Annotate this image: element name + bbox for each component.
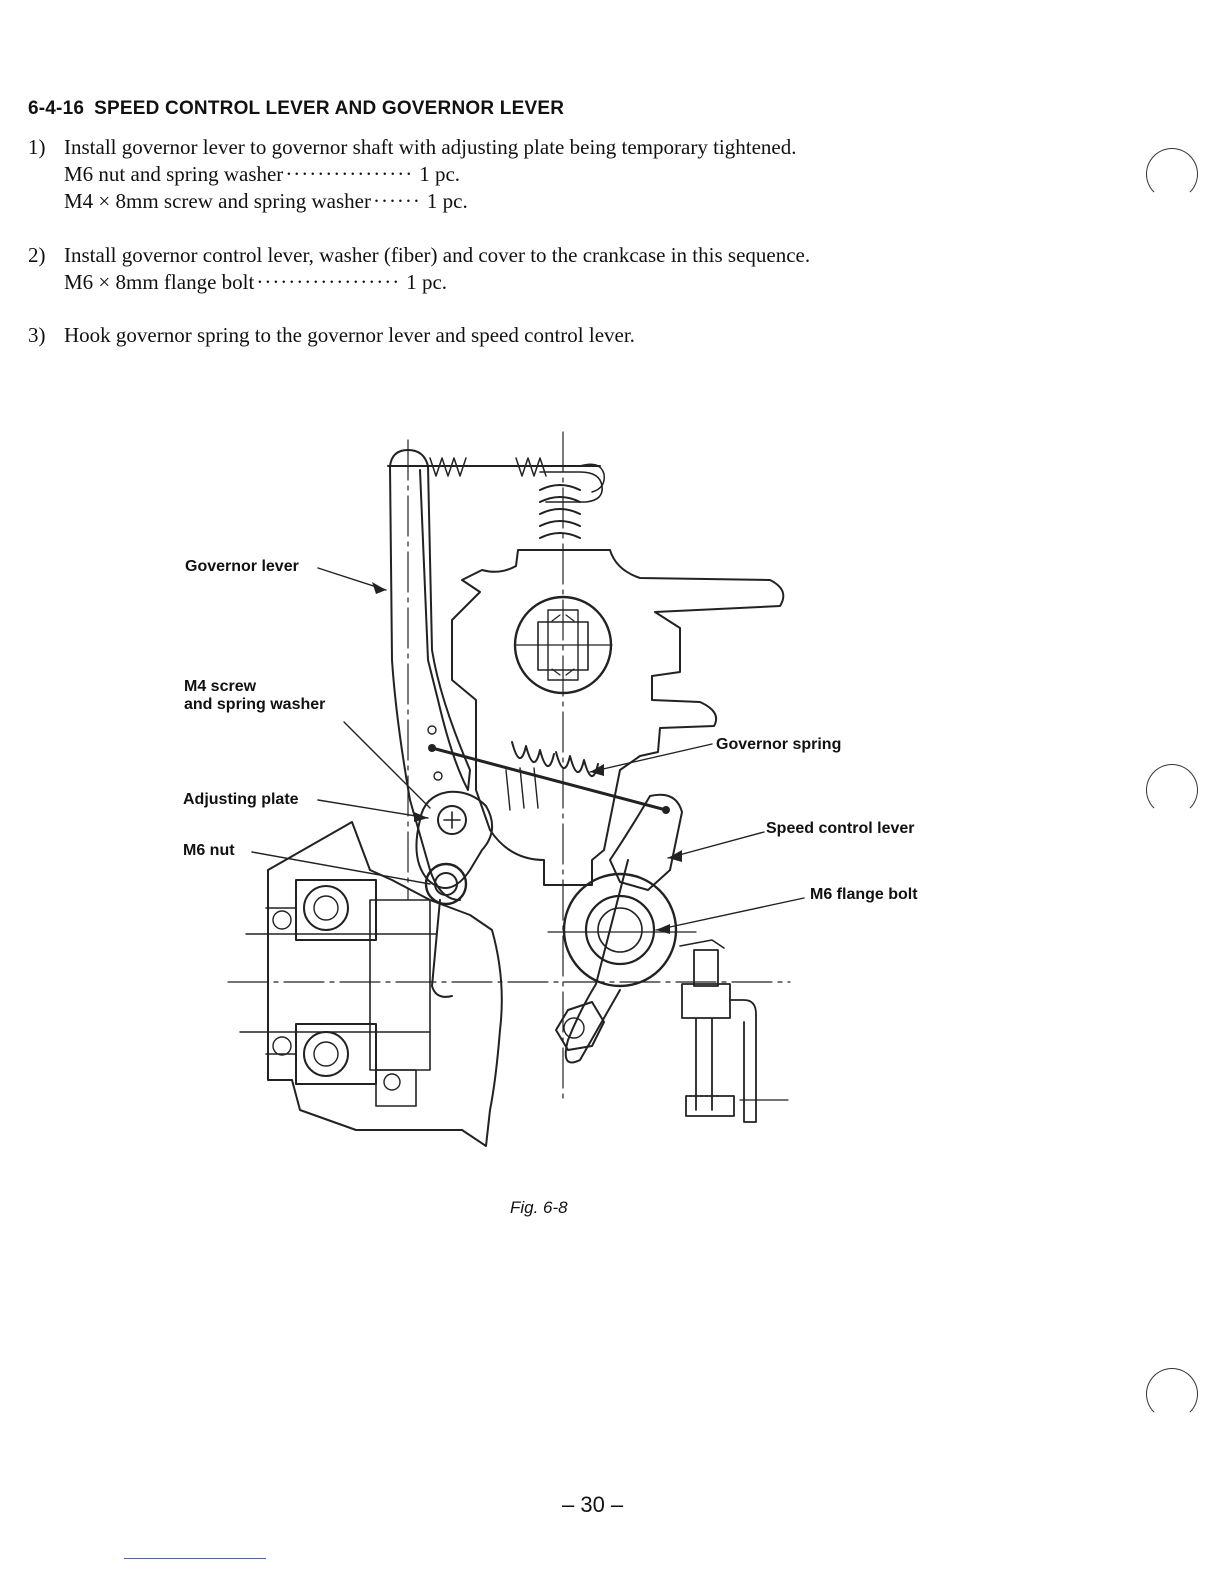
leader-adjusting-plate [317, 799, 429, 819]
section-title: SPEED CONTROL LEVER AND GOVERNOR LEVER [94, 98, 565, 119]
bottom-rule [124, 1558, 266, 1559]
step-number: 3) [28, 323, 46, 347]
part-line: M4 × 8mm screw and spring washer ······ … [64, 188, 796, 215]
part-line: M6 × 8mm flange bolt ·················· … [64, 269, 810, 296]
label-m4-screw-line1: M4 screw [184, 678, 257, 695]
page-number: – 30 – [562, 1492, 624, 1517]
part-label: M6 nut and spring washer [64, 162, 284, 186]
label-governor-lever: Governor lever [185, 558, 299, 575]
governor-shaft-ring [513, 595, 613, 695]
label-m6-flange-bolt: M6 flange bolt [810, 886, 918, 903]
part-label: M4 × 8mm screw and spring washer [64, 189, 371, 213]
label-m4-screw-line2: and spring washer [184, 696, 326, 713]
step-number: 2) [28, 243, 46, 267]
binder-hole [1146, 1368, 1198, 1420]
part-leader-dots: ······ [372, 189, 421, 213]
binder-hole [1146, 148, 1198, 200]
crankcase-housing [451, 549, 785, 886]
part-line: M6 nut and spring washer ···············… [64, 161, 796, 188]
leader-m4-screw [343, 721, 431, 809]
adjusting-plate-shape [415, 790, 493, 889]
speed-control-lever-shape [609, 793, 683, 891]
step-text: Install governor lever to governor shaft… [64, 135, 797, 159]
leader-governor-spring [589, 743, 713, 773]
governor-lever-edge [389, 465, 461, 901]
label-governor-spring: Governor spring [716, 736, 842, 753]
binder-hole [1146, 764, 1198, 816]
label-speed-control-lever: Speed control lever [766, 820, 915, 837]
leader-governor-lever [317, 567, 387, 591]
part-quantity: 1 pc. [419, 162, 461, 186]
leader-m6-nut [251, 851, 431, 885]
crankcase-left [267, 821, 503, 1147]
step-number: 1) [28, 135, 46, 159]
part-leader-dots: ·················· [256, 270, 401, 294]
label-adjusting-plate: Adjusting plate [183, 791, 299, 808]
label-m6-nut: M6 nut [183, 842, 235, 859]
step-text: Install governor control lever, washer (… [64, 243, 811, 267]
section-heading: 6-4-16 SPEED CONTROL LEVER AND GOVERNOR L… [28, 98, 564, 120]
step-text: Hook governor spring to the governor lev… [64, 323, 635, 347]
leader-speed-control-lever [667, 831, 765, 859]
part-quantity: 1 pc. [426, 189, 468, 213]
figure-caption: Fig. 6-8 [510, 1198, 568, 1217]
section-number: 6-4-16 [28, 98, 85, 119]
leader-flange-bolt [655, 897, 805, 931]
part-quantity: 1 pc. [406, 270, 448, 294]
part-leader-dots: ················ [285, 162, 414, 186]
flange-bolt-boss [562, 872, 678, 988]
governor-lever-shape [389, 449, 471, 791]
part-label: M6 × 8mm flange bolt [64, 270, 255, 294]
